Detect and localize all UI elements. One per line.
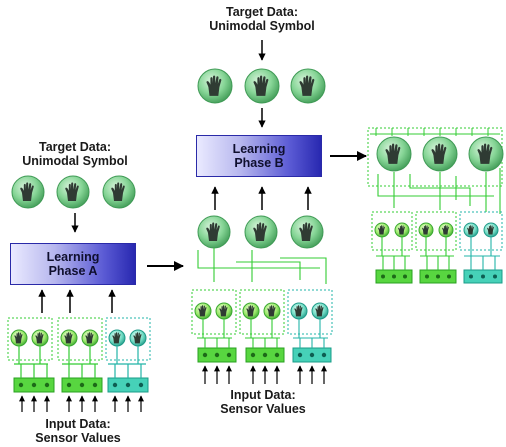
phase-a-line1: Learning	[46, 250, 100, 264]
learning-phase-a-box: Learning Phase A	[10, 243, 136, 285]
input-data-label-left: Input Data: Sensor Values	[3, 417, 153, 445]
input-data-label-middle: Input Data: Sensor Values	[188, 388, 338, 416]
input-data-title: Input Data:	[230, 388, 296, 402]
target-data-title: Target Data:	[38, 140, 111, 154]
phase-b-line2: Phase B	[234, 156, 284, 170]
target-data-subtitle: Unimodal Symbol	[22, 154, 128, 168]
symbol-nodes-left	[11, 175, 136, 209]
input-data-subtitle: Sensor Values	[220, 402, 306, 416]
phase-b-line1: Learning	[232, 142, 286, 156]
target-data-label-top: Target Data: Unimodal Symbol	[187, 5, 337, 33]
target-data-subtitle: Unimodal Symbol	[209, 19, 315, 33]
sensor-network-middle	[191, 248, 333, 363]
symbol-nodes-top	[197, 68, 326, 104]
sensor-arrows-middle	[202, 365, 327, 384]
learning-phase-b-box: Learning Phase B	[196, 135, 322, 177]
target-data-title: Target Data:	[225, 5, 298, 19]
target-data-label-left: Target Data: Unimodal Symbol	[0, 140, 150, 168]
input-data-subtitle: Sensor Values	[35, 431, 121, 445]
sensor-network-left	[7, 317, 151, 393]
phase-a-line2: Phase A	[48, 264, 98, 278]
input-data-title: Input Data:	[45, 417, 111, 431]
symbol-nodes-middle	[197, 215, 324, 249]
hierarchy-network-right	[367, 127, 504, 284]
sensor-arrows-left	[19, 395, 144, 412]
